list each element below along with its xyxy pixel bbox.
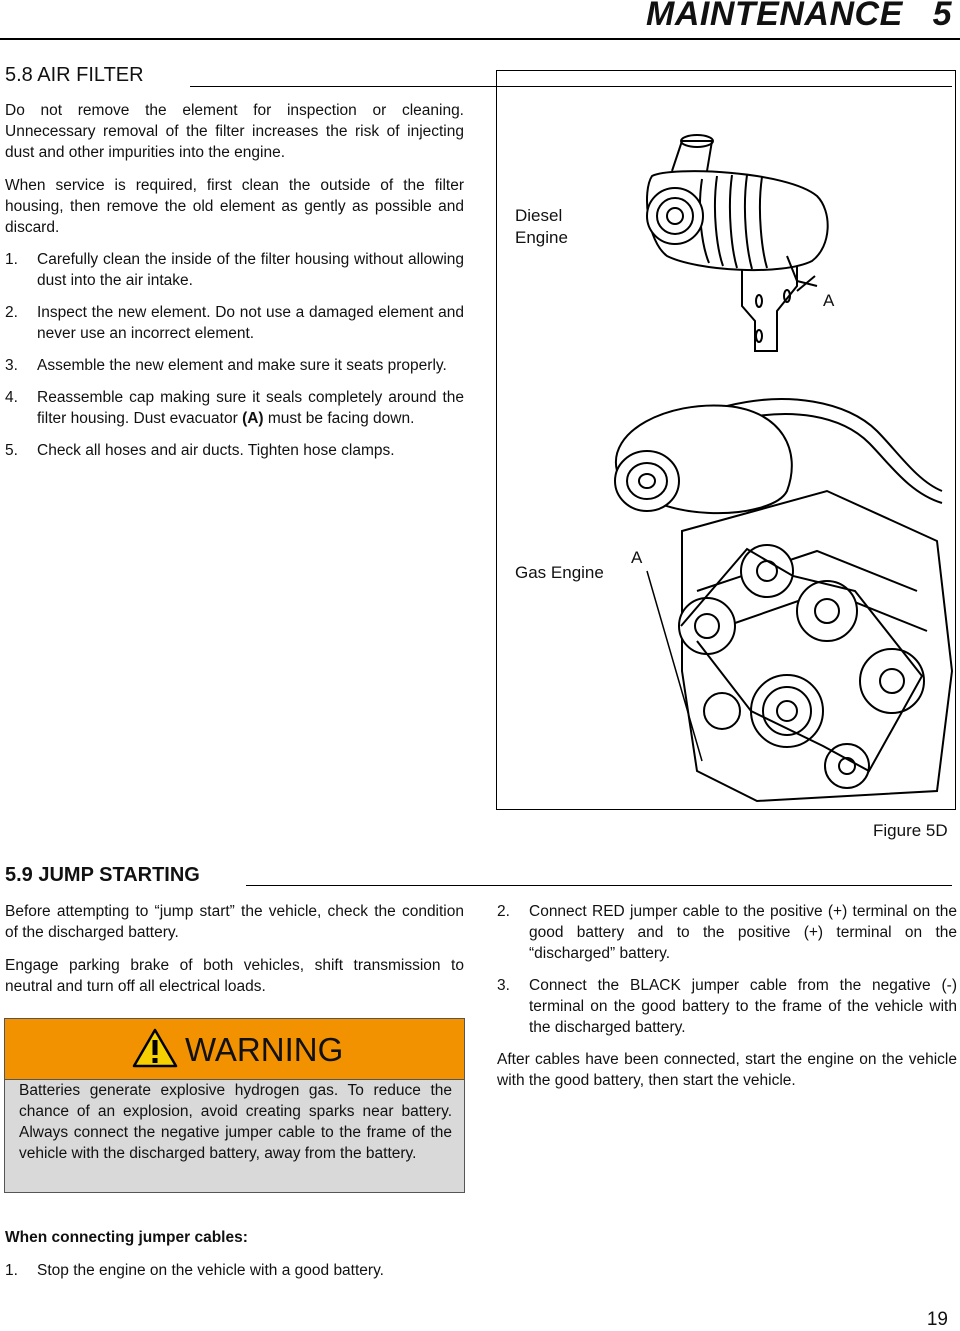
air-filter-para-1: Do not remove the element for inspection… [5,102,464,161]
warning-box: WARNING Batteries generate explosive hyd… [4,1018,465,1193]
air-filter-step-5: 5. Check all hoses and air ducts. Tighte… [5,440,464,461]
gas-callout-a: A [631,548,643,567]
step-number: 4. [5,389,18,406]
engine-illustrations [614,134,954,803]
step-number: 2. [497,903,510,920]
warning-text: Batteries generate explosive hydrogen ga… [19,1082,452,1162]
air-filter-step-1: 1. Carefully clean the inside of the fil… [5,249,464,291]
step-number: 3. [5,357,18,374]
jump-start-text-right: 2. Connect RED jumper cable to the posit… [497,901,957,1091]
step-text: Connect the BLACK jumper cable from the … [529,977,957,1036]
jump-start-para-2: Engage parking brake of both vehicles, s… [5,957,464,995]
section-rule-jump-starting [246,885,952,886]
connecting-heading: When connecting jumper cables: [5,1229,248,1246]
figure-5d: Diesel Engine A Gas Engine A [496,70,956,810]
air-filter-text: Do not remove the element for inspection… [5,100,464,461]
warning-banner: WARNING [5,1019,464,1080]
page-header-title: MAINTENANCE 5 [646,0,952,33]
step-text: Reassemble cap making sure it seals comp… [37,389,464,427]
step-text: Stop the engine on the vehicle with a go… [37,1262,384,1279]
gas-engine-illustration [614,398,954,803]
diesel-engine-label-line2: Engine [515,228,568,247]
jump-start-after-para: After cables have been connected, start … [497,1051,957,1089]
step-number: 3. [497,977,510,994]
step-number: 5. [5,442,18,459]
air-filter-step-2: 2. Inspect the new element. Do not use a… [5,302,464,344]
step-text: Check all hoses and air ducts. Tighten h… [37,442,395,459]
jump-start-step-2: 2. Connect RED jumper cable to the posit… [497,901,957,964]
diesel-air-filter-illustration [646,134,829,352]
figure-caption: Figure 5D [873,821,948,840]
step-text: Inspect the new element. Do not use a da… [37,304,464,342]
page-number: 19 [926,1309,948,1330]
diesel-callout-a: A [823,291,835,310]
jump-start-step-1: 1. Stop the engine on the vehicle with a… [5,1260,496,1281]
step-text: Assemble the new element and make sure i… [37,357,447,374]
gas-engine-label: Gas Engine [515,563,604,582]
jump-start-para-1: Before attempting to “jump start” the ve… [5,903,464,941]
step-text: Carefully clean the inside of the filter… [37,251,464,289]
air-filter-step-3: 3. Assemble the new element and make sur… [5,355,464,376]
step-text: must be facing down. [263,410,415,427]
section-heading-air-filter: 5.8 AIR FILTER [5,64,144,86]
air-filter-step-4: 4. Reassemble cap making sure it seals c… [5,387,464,429]
jump-start-text-left: Before attempting to “jump start” the ve… [5,901,464,997]
step-number: 2. [5,304,18,321]
step-number: 1. [5,251,18,268]
section-heading-jump-starting: 5.9 JUMP STARTING [5,864,200,886]
diesel-engine-label-line1: Diesel [515,206,563,225]
header-rule [0,38,960,40]
air-filter-para-2: When service is required, first clean th… [5,177,464,236]
jump-start-step-3: 3. Connect the BLACK jumper cable from t… [497,975,957,1038]
warning-triangle-icon [132,1028,178,1068]
step-number: 1. [5,1262,18,1279]
warning-title: WARNING [185,1031,344,1068]
section-rule-air-filter [190,86,952,87]
step-text: Connect RED jumper cable to the positive… [529,903,957,962]
step-text-callout: (A) [242,410,264,427]
